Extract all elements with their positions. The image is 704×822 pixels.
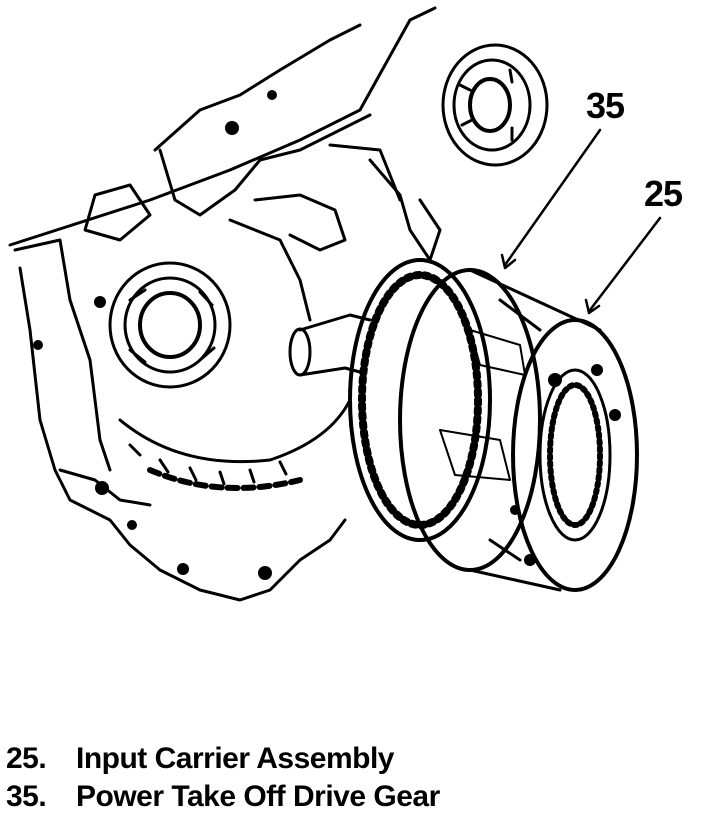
leader-arrow-35 [500, 253, 517, 270]
leader-arrow-25 [584, 298, 601, 315]
transmission-exploded-illustration [8, 6, 662, 602]
callout-leader-lines [500, 128, 662, 315]
housing-ring-gear [118, 398, 352, 491]
legend-item: 25. Input Carrier Assembly [6, 740, 696, 778]
loose-bearing [441, 43, 549, 167]
legend-text: Input Carrier Assembly [76, 742, 395, 775]
legend-number: 35. [6, 780, 47, 813]
housing-bearing [108, 261, 232, 389]
transmission-housing [8, 6, 442, 602]
illustration-svg [8, 6, 662, 602]
power-take-off-drive-gear [348, 258, 492, 542]
output-shaft [288, 313, 372, 377]
legend-text: Power Take Off Drive Gear [76, 780, 440, 813]
leader-line-25 [588, 216, 662, 312]
housing-bolt-holes [33, 90, 277, 580]
callout-35: 35 [586, 85, 625, 126]
leader-line-35 [503, 128, 602, 267]
legend-item: 35. Power Take Off Drive Gear [6, 778, 696, 816]
legend-number: 25. [6, 742, 47, 775]
callout-25: 25 [644, 173, 683, 214]
parts-legend: 25. Input Carrier Assembly 35. Power Tak… [6, 740, 696, 816]
input-carrier-assembly [398, 268, 639, 592]
